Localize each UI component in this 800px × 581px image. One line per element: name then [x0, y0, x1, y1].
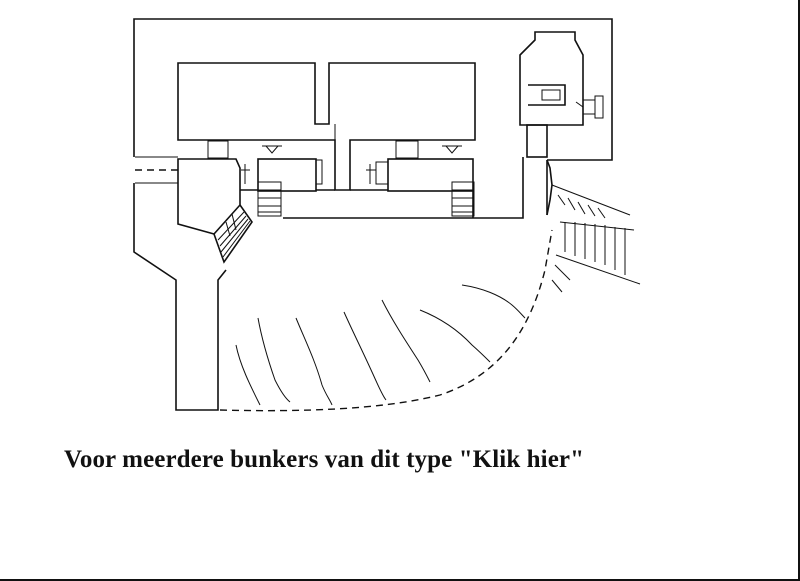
- lower-left-room: [135, 156, 241, 235]
- outer-wall: [133, 18, 613, 411]
- left-main-room: [177, 62, 476, 191]
- corridor: [240, 189, 474, 218]
- more-bunkers-link[interactable]: Voor meerdere bunkers van dit type "Klik…: [64, 446, 585, 473]
- right-entrance-hatching: [546, 159, 641, 293]
- earthwork-outline: [219, 229, 553, 412]
- terrain-contours: [235, 284, 526, 406]
- right-tower-room: [519, 31, 604, 158]
- middle-right-room: [366, 140, 475, 217]
- middle-left-room: [207, 140, 323, 217]
- left-staircase-hatching: [213, 204, 253, 264]
